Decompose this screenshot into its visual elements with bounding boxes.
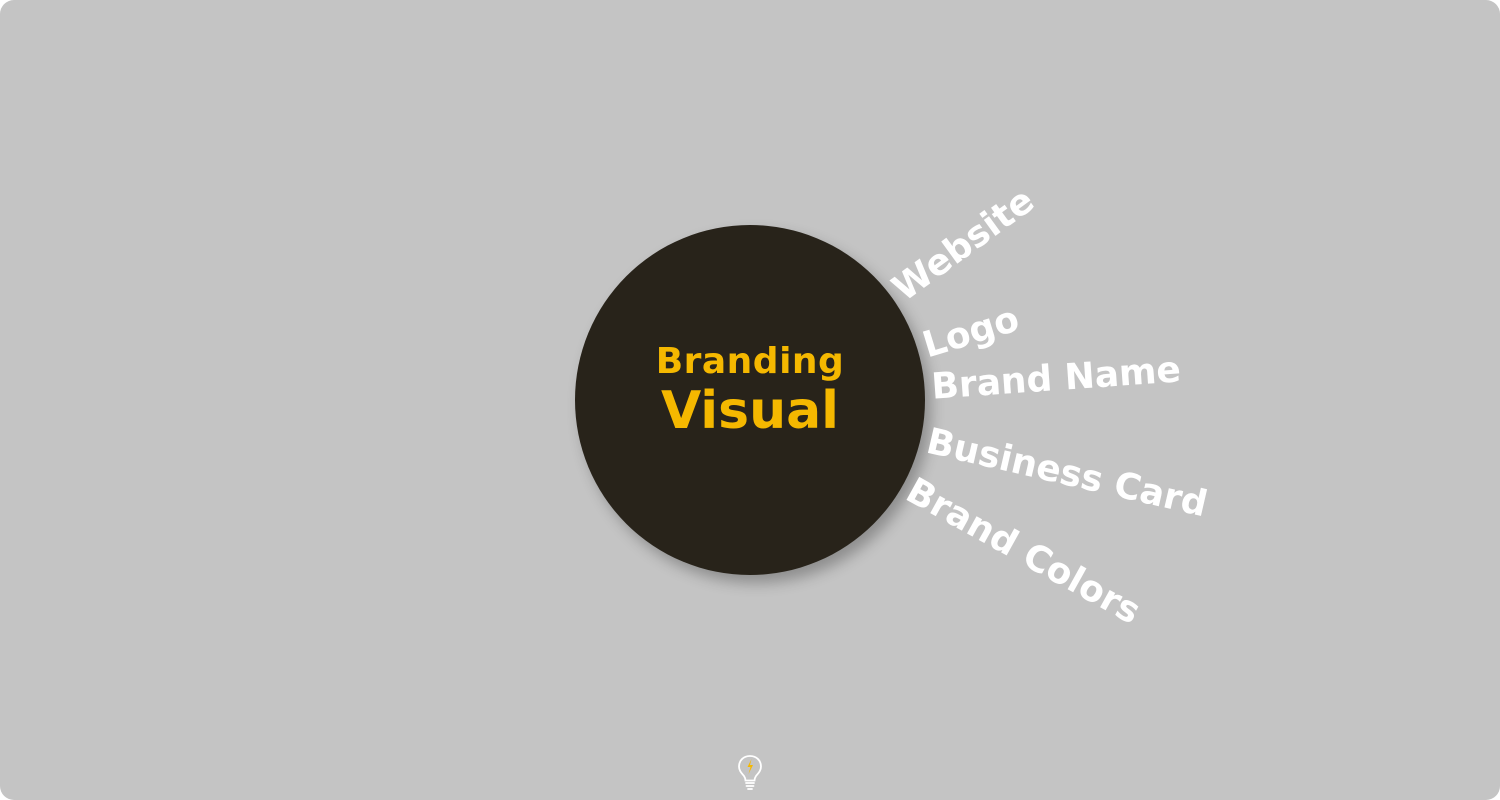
spoke-label-website: Website bbox=[885, 180, 1042, 310]
spoke-label-logo: Logo bbox=[918, 298, 1024, 367]
lightbulb-icon bbox=[738, 755, 762, 790]
central-node-subtitle: Visual bbox=[660, 381, 840, 441]
spoke-label-brand-name: Brand Name bbox=[930, 349, 1183, 408]
central-node: Branding Visual bbox=[575, 225, 925, 575]
central-node-title: Branding bbox=[655, 341, 845, 382]
